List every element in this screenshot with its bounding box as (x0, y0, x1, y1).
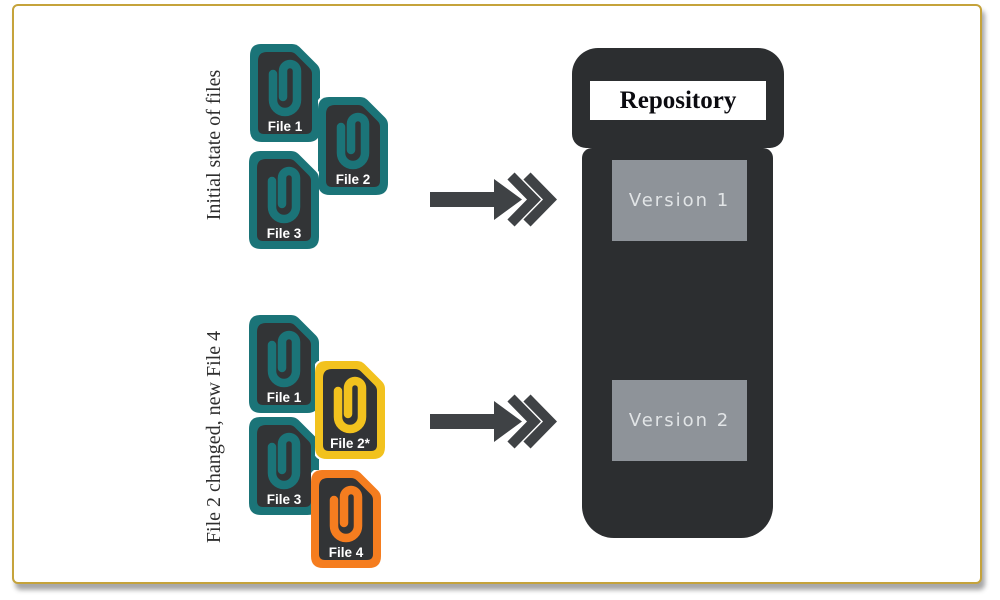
file-label: File 4 (329, 545, 364, 560)
arrow-head (494, 401, 522, 442)
version-1-box: Version 1 (612, 160, 747, 241)
file-icon-top-3: File 3 (249, 151, 319, 249)
caption-file2-changed: File 2 changed, new File 4 (203, 330, 225, 544)
arrow-shaft (430, 414, 502, 429)
arrow-chevron-2 (523, 172, 557, 227)
version-2-label: Version 2 (628, 410, 731, 431)
file-icon-bottom-3: File 3 (249, 417, 319, 515)
file-label: File 3 (267, 492, 302, 507)
diagram-card (12, 4, 982, 584)
paperclip-icon (267, 432, 301, 490)
file-label: File 2* (330, 436, 371, 451)
arrow-chevron-2 (523, 394, 557, 449)
repository-title: Repository (590, 81, 766, 120)
file-label: File 3 (267, 226, 302, 241)
arrow-shaft (430, 192, 502, 207)
paperclip-icon (336, 112, 370, 170)
file-icon-top-1: File 1 (250, 44, 320, 142)
arrow-head (494, 179, 522, 220)
paperclip-icon (267, 330, 301, 388)
repository-body: Version 1 Version 2 (582, 148, 773, 538)
file-label: File 1 (267, 390, 302, 405)
file-icon-bottom-2-changed: File 2* (315, 361, 385, 459)
file-label: File 1 (268, 119, 303, 134)
paperclip-icon (267, 166, 301, 224)
file-icon-bottom-4-new: File 4 (311, 470, 381, 568)
paperclip-icon (329, 485, 363, 543)
paperclip-icon (268, 59, 302, 117)
file-icon-top-2: File 2 (318, 97, 388, 195)
paperclip-icon (333, 376, 367, 434)
version-1-label: Version 1 (628, 190, 731, 211)
version-2-box: Version 2 (612, 380, 747, 461)
caption-initial-state: Initial state of files (203, 69, 225, 221)
file-label: File 2 (336, 172, 371, 187)
file-icon-bottom-1: File 1 (249, 315, 319, 413)
commit-arrow-top (430, 172, 557, 227)
arrow-chevron-1 (507, 172, 541, 227)
commit-arrow-bottom (430, 394, 557, 449)
arrow-chevron-1 (507, 394, 541, 449)
